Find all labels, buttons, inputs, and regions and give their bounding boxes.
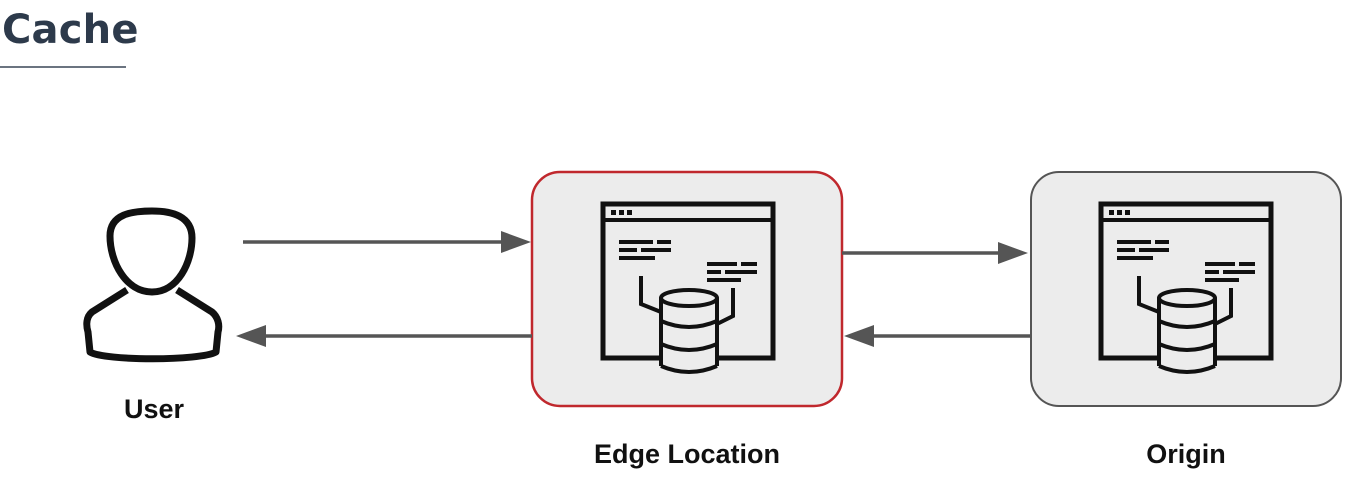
user-label: User: [123, 394, 185, 424]
arrowhead-user-to-edge: [501, 231, 531, 253]
page-title: Cache: [2, 7, 139, 53]
arrowhead-origin-to-edge: [844, 325, 874, 347]
title-underline: [0, 66, 126, 68]
origin-label: Origin: [1146, 439, 1226, 469]
edge-location-label: Edge Location: [593, 439, 780, 469]
arrowhead-edge-to-origin: [998, 242, 1028, 264]
arrowhead-edge-to-user: [236, 325, 266, 347]
user-icon: [83, 207, 223, 363]
